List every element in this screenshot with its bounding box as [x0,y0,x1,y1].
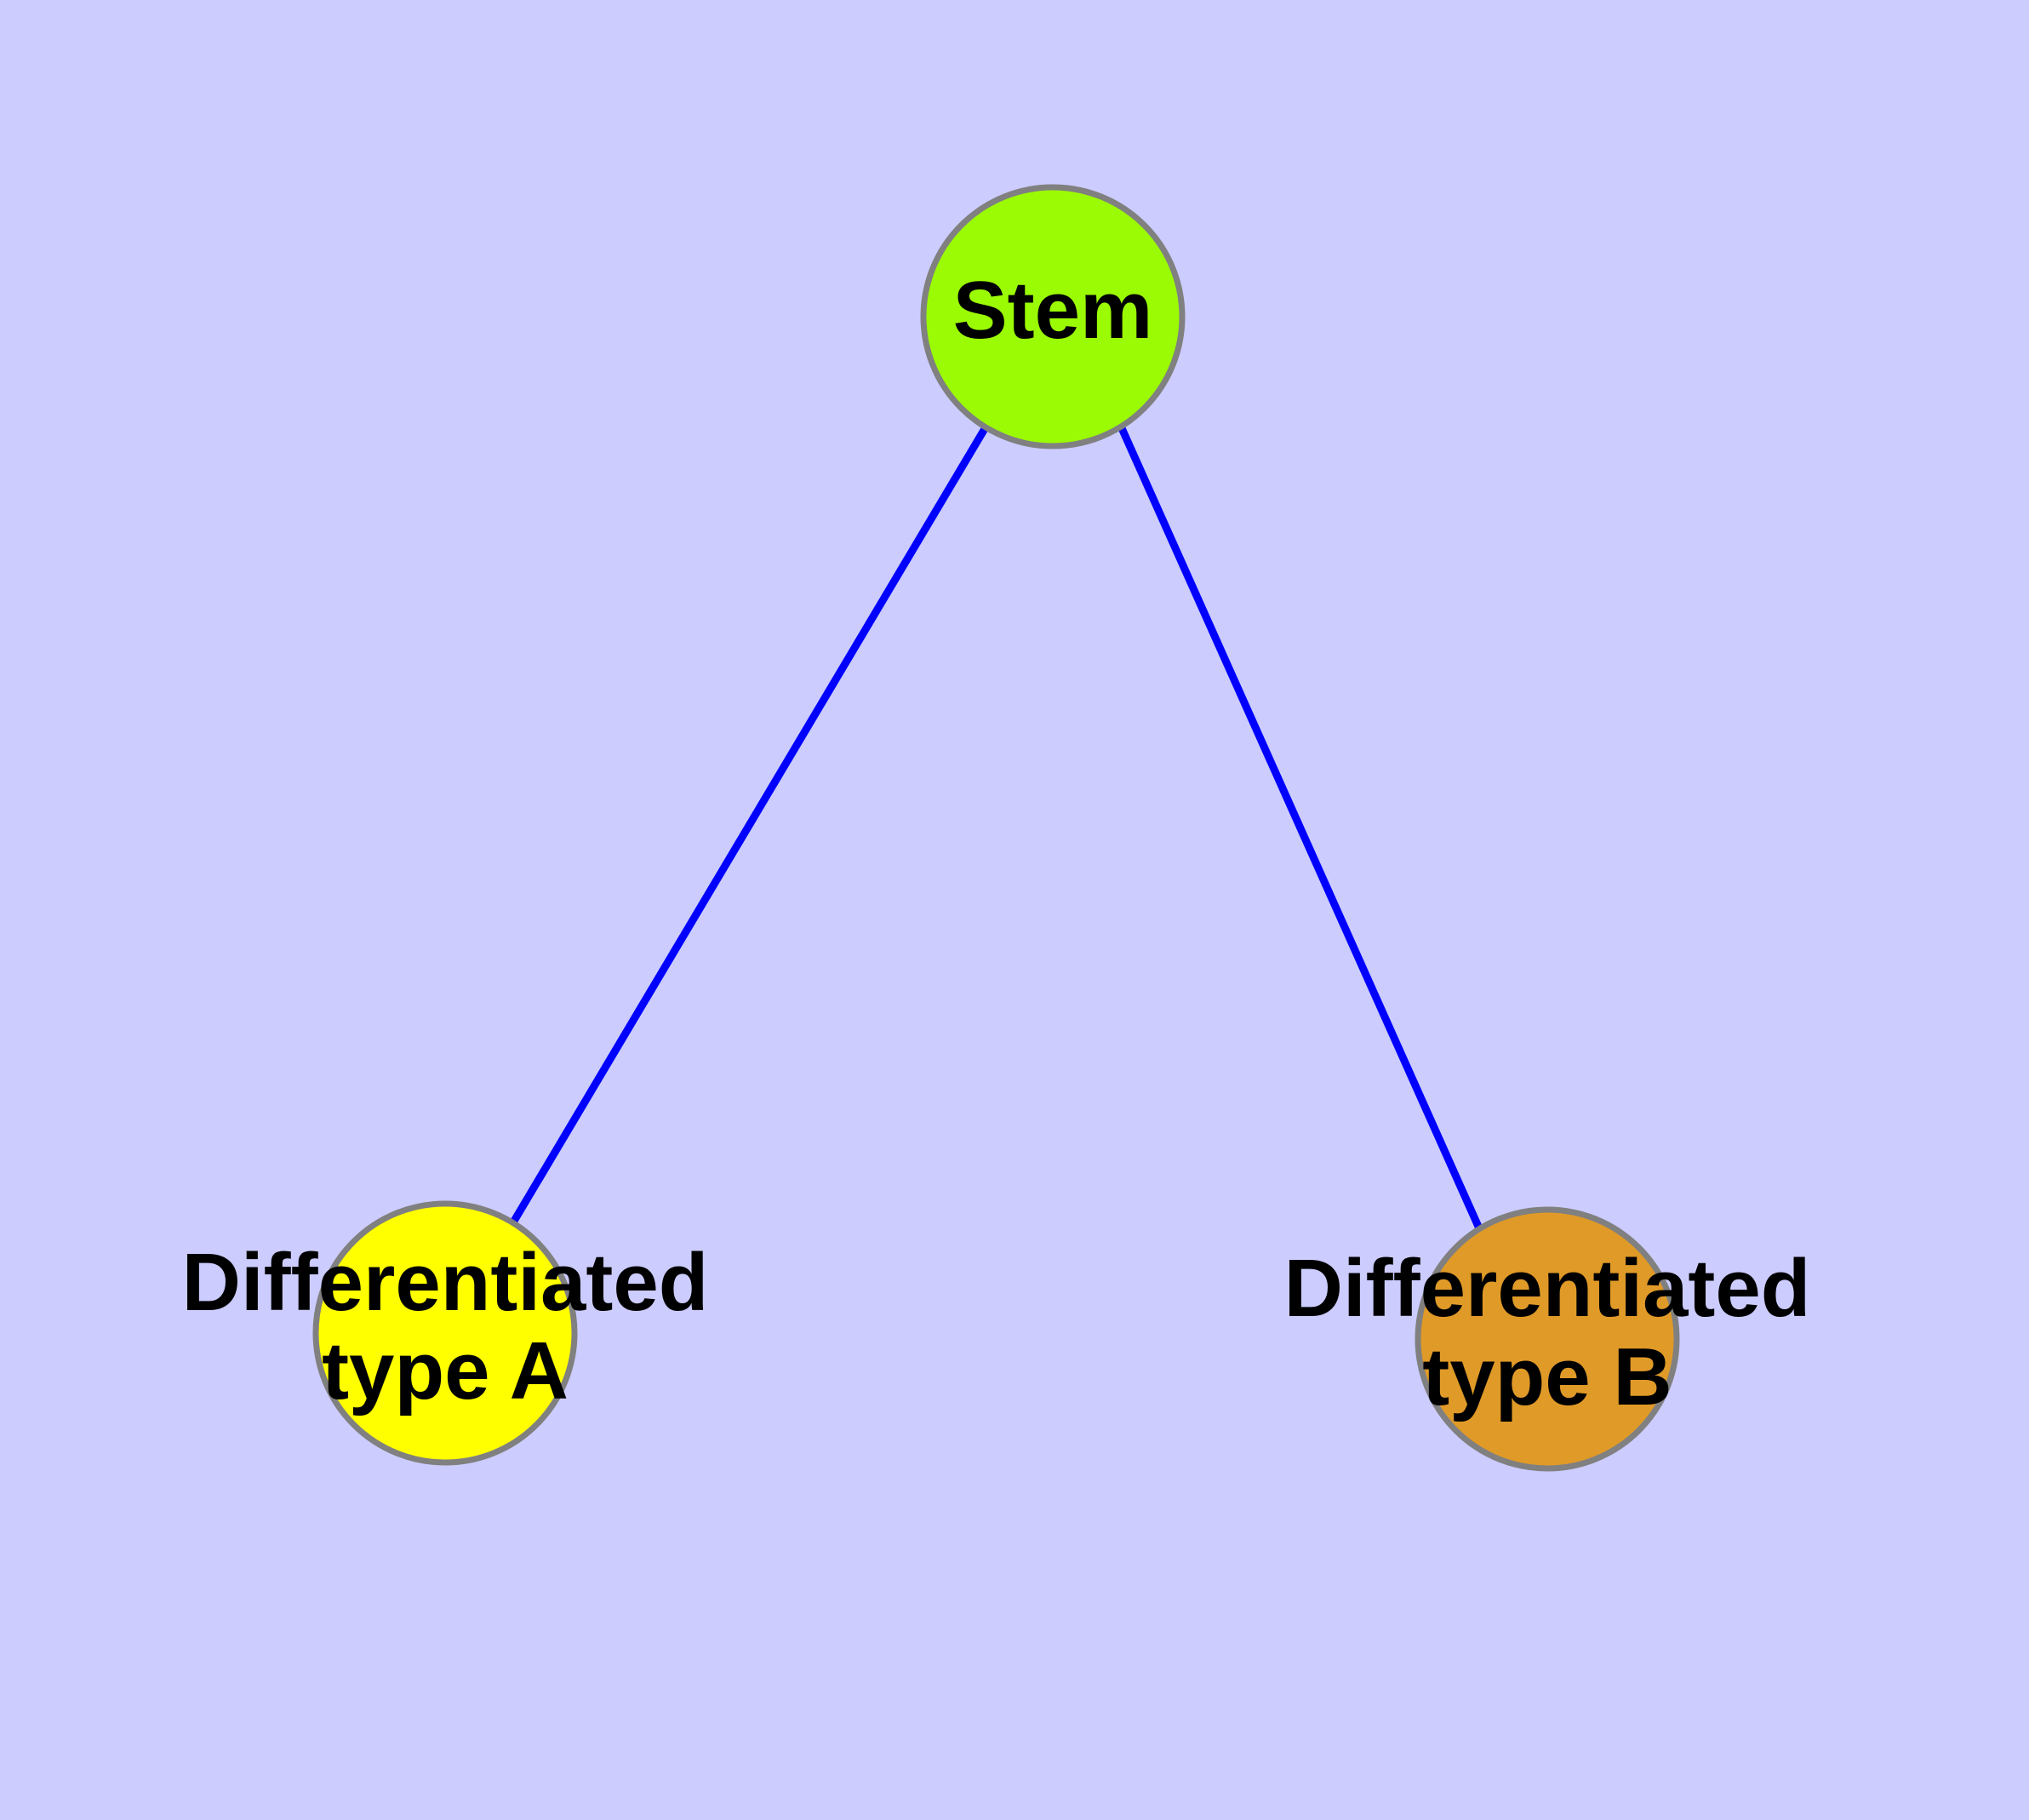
node-stem[interactable]: Stem [920,184,1186,449]
node-label-line: type B [1422,1331,1672,1422]
node-differentiated-type-b-circle[interactable] [1415,1206,1680,1472]
edge-stem-to-diff-a[interactable] [510,425,989,1225]
edge-stem-to-diff-b[interactable] [1117,426,1483,1230]
node-differentiated-type-a-circle[interactable] [312,1200,578,1466]
node-label-line: type A [322,1325,569,1417]
node-label-line: Differentiated [1284,1244,1811,1335]
node-label-line: Stem [953,265,1153,356]
node-label-line: Differentiated [182,1238,709,1329]
node-stem-circle[interactable] [920,184,1186,449]
edges-layer [510,425,1483,1230]
node-stem-label: Stem [953,265,1153,356]
